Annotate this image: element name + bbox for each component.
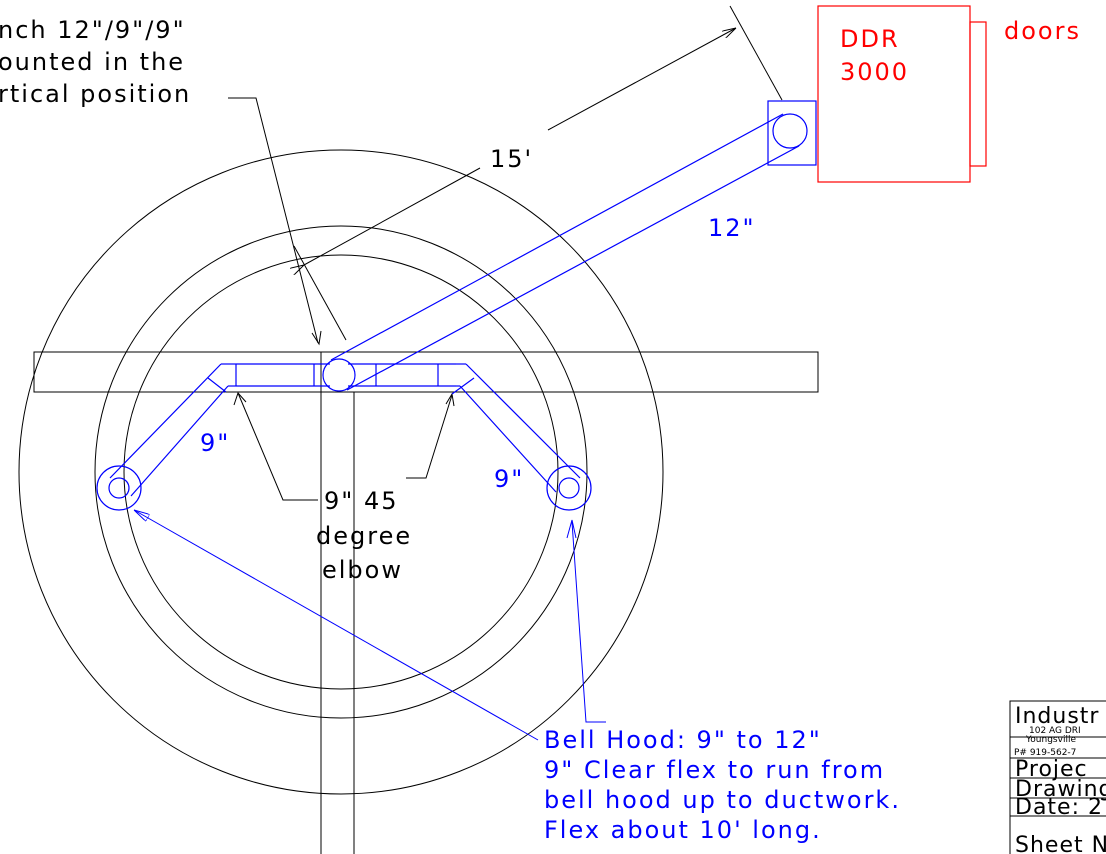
title-date: Date: 2 [1015, 795, 1103, 820]
elbow-leaders [233, 392, 455, 501]
outer-circle [18, 149, 664, 795]
unit-label-line-2: 3000 [840, 58, 909, 86]
elbow-note-line-3: elbow [322, 556, 403, 584]
main-duct-12in [322, 100, 817, 392]
doors-label: doors [1004, 17, 1081, 45]
right-branch-duct-9in [451, 363, 592, 511]
bell-hood-leaders [134, 510, 606, 741]
bell-note-line-1: Bell Hood: 9" to 12" [544, 726, 822, 754]
top-note-line-1: nch 12"/9"/9" [0, 16, 186, 44]
title-drawing: Drawing [1015, 777, 1106, 802]
inner-circle [123, 254, 559, 690]
ddr-unit [817, 5, 987, 183]
title-sheet: Sheet N [1015, 833, 1106, 854]
middle-circle [94, 225, 588, 719]
right-branch-label: 9" [494, 465, 524, 493]
left-branch-label: 9" [200, 429, 230, 457]
bell-note-line-2: 9" Clear flex to run from [544, 756, 885, 784]
top-note-line-2: ounted in the [0, 48, 185, 76]
elbow-note-line-1: 9" 45 [324, 487, 398, 515]
header-duct [235, 363, 456, 387]
title-city: Youngsville [1025, 735, 1076, 745]
elbow-note-line-2: degree [316, 522, 412, 550]
left-branch-duct-9in [96, 363, 236, 511]
dimension-15ft [294, 5, 783, 341]
bell-note-line-4: Flex about 10' long. [544, 816, 822, 844]
bell-note-line-3: bell hood up to ductwork. [544, 786, 901, 814]
top-note-leader [228, 97, 319, 344]
dimension-label-15ft: 15' [490, 145, 533, 173]
title-block [1009, 700, 1106, 854]
title-address: 102 AG DRI [1029, 726, 1081, 736]
unit-label-line-1: DDR [840, 25, 900, 53]
title-company: Industr [1015, 704, 1099, 729]
horizontal-beam [33, 351, 819, 393]
title-project: Projec [1015, 757, 1088, 782]
top-note-line-3: rtical position [0, 80, 191, 108]
main-duct-label: 12" [708, 214, 756, 242]
vertical-post [320, 352, 355, 854]
title-phone: P# 919-562-7 [1014, 748, 1076, 758]
